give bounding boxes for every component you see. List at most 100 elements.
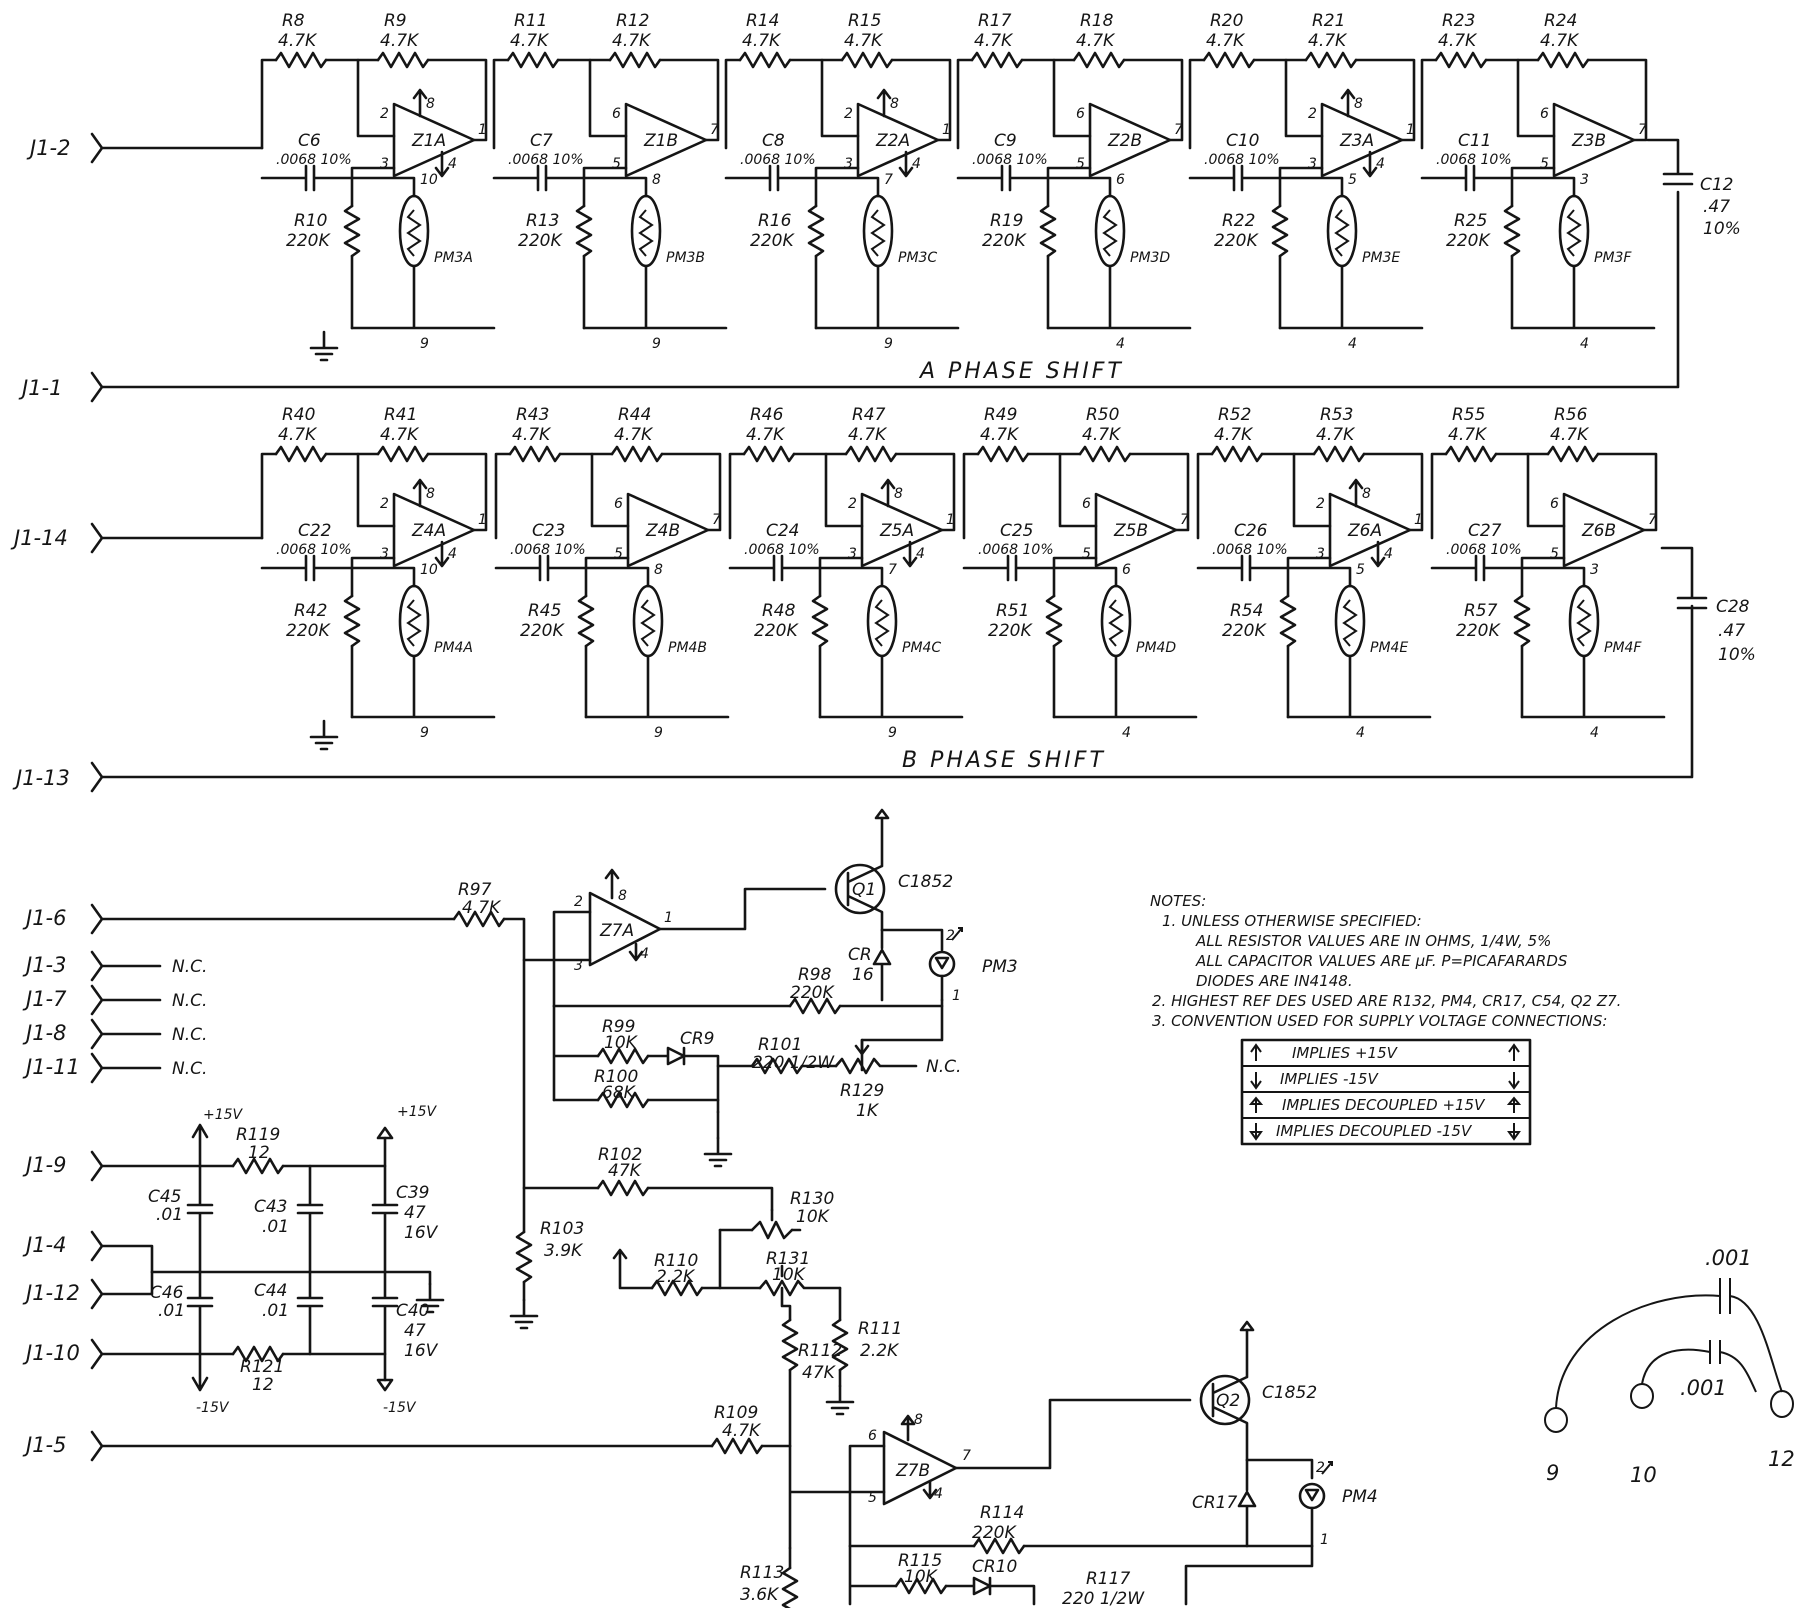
component-value: 220K xyxy=(286,231,331,251)
component-ref: C10 xyxy=(1226,131,1260,151)
sketch-label: .001 xyxy=(1680,1376,1727,1400)
connector-j1-11: J1-11 N.C. xyxy=(22,1052,207,1084)
pin-label: 6 xyxy=(1540,106,1549,122)
component-ref: PM4A xyxy=(434,640,473,656)
component-value: 10K xyxy=(904,1567,939,1587)
pin-label: 2 xyxy=(380,496,389,512)
component-value: 220K xyxy=(1456,621,1501,641)
component-value: 4.7K xyxy=(1540,31,1580,51)
component-value: 4.7K xyxy=(848,425,888,445)
pin-label: 5 xyxy=(1076,156,1085,172)
component-ref: PM4D xyxy=(1136,640,1176,656)
pin-label: 10 xyxy=(420,172,438,188)
pin-label: 7 xyxy=(1180,512,1189,528)
component-ref: R14 xyxy=(746,11,779,31)
sketch-label: .001 xyxy=(1705,1246,1752,1270)
legend-entry: IMPLIES DECOUPLED -15V xyxy=(1276,1122,1473,1140)
component-value: 4.7K xyxy=(844,31,884,51)
component-value: 4.7K xyxy=(380,425,420,445)
component-ref: C26 xyxy=(1234,521,1268,541)
supply-label: -15V xyxy=(196,1400,230,1416)
component-ref: PM3B xyxy=(666,250,705,266)
supply-label: -15V xyxy=(383,1400,417,1416)
component-ref: PM4B xyxy=(668,640,707,656)
component-ref: R109 xyxy=(714,1403,758,1423)
b-phase-shift-section: J1-14 J1-13 B PHASE SHIFT C28 .47 10% R4… xyxy=(10,405,1756,793)
component-ref: R50 xyxy=(1086,405,1119,425)
pin-label: 1 xyxy=(952,988,961,1004)
nc-label: N.C. xyxy=(926,1057,961,1077)
component-ref: R46 xyxy=(750,405,784,425)
pin-label: 4 xyxy=(1348,336,1357,352)
c12-coupling-cap: C12 .47 10% xyxy=(1646,138,1741,239)
component-value: .0068 10% xyxy=(978,542,1054,558)
opamp-label: Z5A xyxy=(879,521,914,541)
component-ref: R101 xyxy=(758,1035,802,1055)
component-value: 220K xyxy=(1222,621,1267,641)
component-ref: R13 xyxy=(526,211,559,231)
component-ref: C11 xyxy=(1458,131,1492,151)
component-ref: R18 xyxy=(1080,11,1114,31)
component-value: .0068 10% xyxy=(276,542,352,558)
pin-label: 6 xyxy=(1082,496,1091,512)
pin-label: 6 xyxy=(614,496,623,512)
component-ref: R102 xyxy=(598,1145,642,1165)
component-ref: R129 xyxy=(840,1081,884,1101)
component-ref: C8 xyxy=(762,131,785,151)
pin-label: 4 xyxy=(1356,725,1365,741)
component-ref: R8 xyxy=(282,11,305,31)
nc-label: N.C. xyxy=(172,957,207,977)
connector-j1-1: J1-1 xyxy=(18,190,1680,403)
pin-label: 4 xyxy=(916,546,925,562)
component-value: 220K xyxy=(972,1523,1017,1543)
component-value: 12 xyxy=(248,1143,270,1163)
component-value: 220 1/2W xyxy=(752,1053,835,1073)
pin-label: 2 xyxy=(848,496,857,512)
pin-label: 1 xyxy=(942,122,951,138)
component-value: .01 xyxy=(262,1217,289,1237)
opamp-label: Z3A xyxy=(1339,131,1374,151)
component-value: .0068 10% xyxy=(1204,152,1280,168)
pin-label: 3 xyxy=(1308,156,1317,172)
notes-line: 1. UNLESS OTHERWISE SPECIFIED: xyxy=(1162,912,1422,930)
component-value: 4.7K xyxy=(1206,31,1246,51)
pin-label: 8 xyxy=(652,172,661,188)
component-ref: R54 xyxy=(1230,601,1263,621)
pin-label: 4 xyxy=(1384,546,1393,562)
connector-j1-8: J1-8 N.C. xyxy=(22,1018,207,1050)
pin-label: 8 xyxy=(1362,486,1371,502)
notes-line: ALL RESISTOR VALUES ARE IN OHMS, 1/4W, 5… xyxy=(1195,932,1551,950)
connector-j1-3: J1-3 N.C. xyxy=(22,950,207,982)
pin-label: 3 xyxy=(1580,172,1589,188)
component-ref: C28 xyxy=(1716,597,1750,617)
component-value: 4.7K xyxy=(1448,425,1488,445)
component-ref: R25 xyxy=(1454,211,1487,231)
connector-j1-9: J1-9 xyxy=(22,1150,202,1182)
pin-label: 10 xyxy=(420,562,438,578)
component-ref: R110 xyxy=(654,1251,698,1271)
component-ref: R119 xyxy=(236,1125,280,1145)
component-value: 3.6K xyxy=(740,1585,780,1605)
component-value: 220K xyxy=(988,621,1033,641)
pin-label: 3 xyxy=(844,156,853,172)
pin-label: 1 xyxy=(1414,512,1423,528)
component-ref: R49 xyxy=(984,405,1017,425)
connector-label: J1-9 xyxy=(22,1153,67,1177)
connector-j1-14: J1-14 xyxy=(10,522,264,554)
pin-label: 4 xyxy=(1376,156,1385,172)
component-value: 220K xyxy=(790,983,835,1003)
transistor-label: Q2 xyxy=(1216,1391,1240,1411)
connector-j1-6: J1-6 xyxy=(22,903,456,935)
pin-label: 4 xyxy=(448,156,457,172)
transistor-label: Q1 xyxy=(852,880,876,900)
pin-label: 6 xyxy=(1122,562,1131,578)
pin-label: 1 xyxy=(1406,122,1415,138)
pin-label: 6 xyxy=(1116,172,1125,188)
component-value: .47 xyxy=(1703,197,1730,217)
component-value: 220K xyxy=(518,231,563,251)
component-value: 4.7K xyxy=(510,31,550,51)
component-value: 4.7K xyxy=(1082,425,1122,445)
